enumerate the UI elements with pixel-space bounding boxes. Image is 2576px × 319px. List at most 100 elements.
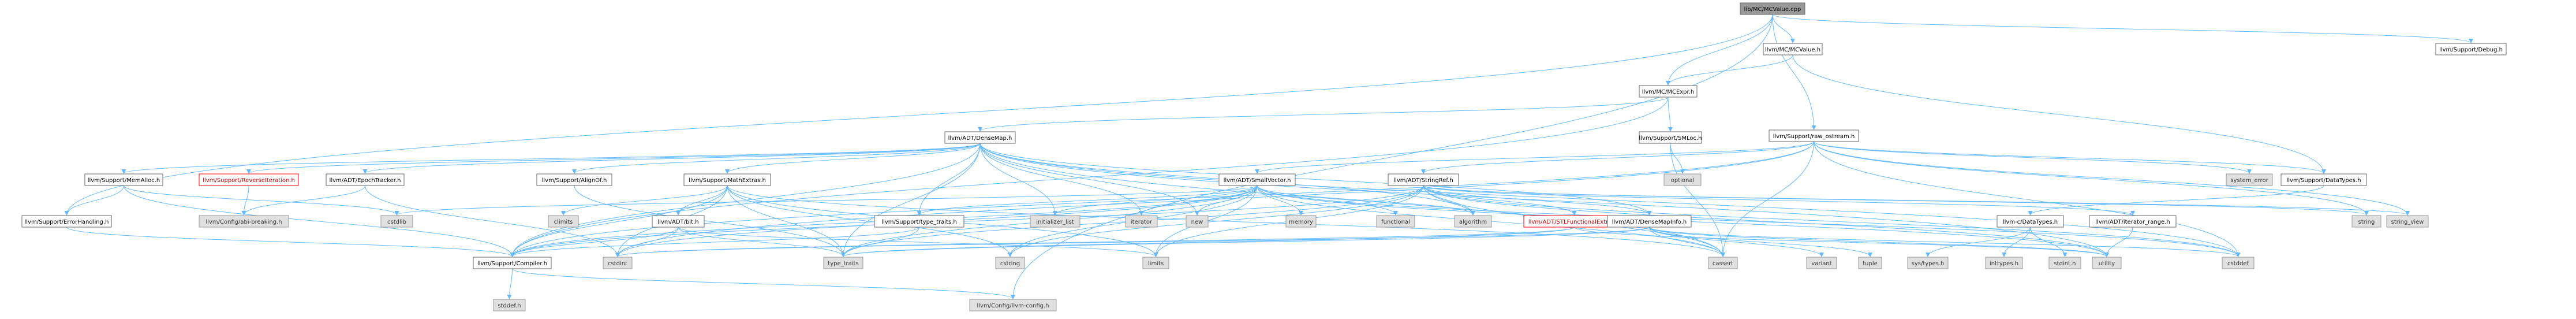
node-box xyxy=(473,257,552,269)
edge-errorhandling-to-compiler xyxy=(66,227,515,257)
node-debug[interactable]: llvm/Support/Debug.h xyxy=(2435,43,2507,55)
node-box xyxy=(1806,257,1837,269)
node-box xyxy=(1376,215,1415,228)
node-mcvalue[interactable]: llvm/MC/MCValue.h xyxy=(1763,43,1823,55)
node-label: llvm/ADT/EpochTracker.h xyxy=(330,177,401,184)
node-functional: functional xyxy=(1376,215,1415,228)
node-epochtracker[interactable]: llvm/ADT/EpochTracker.h xyxy=(326,173,405,186)
edge-densemap-to-typetraits2 xyxy=(917,143,981,216)
node-label: stdint.h xyxy=(2054,261,2076,267)
node-errorhandling[interactable]: llvm/Support/ErrorHandling.h xyxy=(21,215,112,228)
node-box xyxy=(2386,215,2429,228)
node-memalloc[interactable]: llvm/Support/MemAlloc.h xyxy=(84,173,163,186)
edge-compiler-to-llvmconfig xyxy=(512,268,1015,299)
edges-layer xyxy=(64,14,2473,299)
node-inttypes: inttypes.h xyxy=(1985,257,2023,269)
node-systypes: sys/types.h xyxy=(1907,257,1949,269)
node-typetraits2[interactable]: llvm/Support/type_traits.h xyxy=(874,215,964,228)
node-optional: optional xyxy=(1663,173,1702,186)
node-iterrange[interactable]: llvm/ADT/iterator_range.h xyxy=(2089,215,2177,228)
node-label: type_traits xyxy=(828,261,858,267)
edge-root-to-mcvalue xyxy=(1772,14,1795,43)
node-systemerror: system_error xyxy=(2226,173,2273,186)
node-new: new xyxy=(1186,215,1209,228)
node-label: inttypes.h xyxy=(1990,261,2018,267)
node-label: cassert xyxy=(1713,261,1733,267)
node-cstring: cstring xyxy=(995,257,1025,269)
nodes-layer: lib/MC/MCValue.cpp llvm/MC/MCValue.h llvm/… xyxy=(21,2,2507,311)
node-label: initializer_list xyxy=(1036,219,1074,225)
edge-stringref-to-cstddef xyxy=(1423,185,2241,257)
node-label: tuple xyxy=(1863,261,1878,267)
edge-adtbit-to-compiler xyxy=(510,227,679,257)
edge-rawostream-to-compiler xyxy=(510,141,1814,257)
edge-rawostream-to-cstddef xyxy=(1814,141,2241,257)
node-cdatatypes[interactable]: llvm-c/DataTypes.h xyxy=(1997,215,2064,228)
edge-densemapinfo-to-cassert xyxy=(1649,227,1725,257)
node-densemap[interactable]: llvm/ADT/DenseMap.h xyxy=(944,131,1016,144)
edge-stringref-to-iterrange xyxy=(1423,185,2135,216)
edge-densemap-to-cassert xyxy=(979,143,1725,257)
edge-typetraits2-to-compiler xyxy=(510,227,919,257)
node-box xyxy=(683,173,771,186)
edge-mathextras-to-adtbit xyxy=(676,185,728,216)
node-box xyxy=(2226,173,2273,186)
node-densemapinfo[interactable]: llvm/ADT/DenseMapInfo.h xyxy=(1607,215,1692,228)
node-box xyxy=(2089,215,2177,228)
node-label: algorithm xyxy=(1459,219,1487,225)
node-stddefh: stddef.h xyxy=(493,299,526,311)
node-box xyxy=(1769,129,1859,142)
node-label: llvm/ADT/bit.h xyxy=(657,219,698,225)
node-label: llvm/ADT/iterator_range.h xyxy=(2095,219,2170,225)
node-rawostream[interactable]: llvm/Support/raw_ostream.h xyxy=(1769,129,1859,142)
node-label: optional xyxy=(1671,177,1695,184)
node-stringview: string_view xyxy=(2386,215,2429,228)
edge-adtbit-to-typetraits xyxy=(678,227,846,257)
edge-cdatatypes-to-stdinth xyxy=(2030,227,2067,257)
node-reverseiter[interactable]: llvm/Support/ReverseIteration.h xyxy=(199,173,299,186)
node-smloc[interactable]: llvm/Support/SMLoc.h xyxy=(1639,131,1702,144)
node-box xyxy=(823,257,863,269)
edge-stringref-to-stringview xyxy=(1423,185,2410,216)
node-box xyxy=(969,299,1057,311)
node-compiler[interactable]: llvm/Support/Compiler.h xyxy=(473,257,552,269)
edge-densemap-to-densemapinfo xyxy=(979,143,1652,216)
node-box xyxy=(1639,131,1702,144)
node-root[interactable]: lib/MC/MCValue.cpp xyxy=(1740,2,1805,15)
edge-mathextras-to-compiler xyxy=(510,185,728,257)
edge-smloc-to-optional xyxy=(1670,143,1685,174)
node-alignof[interactable]: llvm/Support/AlignOf.h xyxy=(536,173,612,186)
node-mathextras[interactable]: llvm/Support/MathExtras.h xyxy=(683,173,771,186)
node-box xyxy=(1907,257,1949,269)
edge-cdatatypes-to-systypes xyxy=(1926,227,2031,257)
node-label: llvm/MC/MCExpr.h xyxy=(1642,89,1694,95)
node-label: llvm/ADT/STLFunctionalExtras.h xyxy=(1528,219,1620,225)
node-box xyxy=(1186,215,1209,228)
node-stringref[interactable]: llvm/ADT/StringRef.h xyxy=(1388,173,1459,186)
node-variant: variant xyxy=(1806,257,1837,269)
node-stlfunctional[interactable]: llvm/ADT/STLFunctionalExtras.h xyxy=(1523,215,1625,228)
edge-mathextras-to-cassert xyxy=(727,185,1725,257)
node-datatypes[interactable]: llvm/Support/DataTypes.h xyxy=(2280,173,2367,186)
node-box xyxy=(1740,2,1805,15)
node-mcexpr[interactable]: llvm/MC/MCExpr.h xyxy=(1639,85,1698,98)
node-climits: climits xyxy=(548,215,579,228)
node-label: llvm/ADT/SmallVector.h xyxy=(1224,177,1291,184)
node-label: functional xyxy=(1381,219,1410,225)
node-adtbit[interactable]: llvm/ADT/bit.h xyxy=(652,215,705,228)
node-label: stddef.h xyxy=(498,303,521,309)
edge-densemap-to-reverseiter xyxy=(246,143,981,174)
node-label: climits xyxy=(554,219,573,225)
node-stdinth: stdint.h xyxy=(2048,257,2081,269)
node-label: memory xyxy=(1289,219,1313,225)
node-box xyxy=(1639,85,1698,98)
node-box xyxy=(84,173,163,186)
edge-root-to-llvmconfig xyxy=(1011,14,1773,299)
node-smallvector[interactable]: llvm/ADT/SmallVector.h xyxy=(1218,173,1296,186)
edge-stringref-to-stlfunctional xyxy=(1423,185,1577,216)
node-label: llvm/Config/abi-breaking.h xyxy=(205,219,282,225)
node-label: system_error xyxy=(2230,177,2268,184)
edge-densemapinfo-to-cstdint xyxy=(615,227,1650,257)
edge-mcvalue-to-mcexpr xyxy=(1666,54,1793,86)
edge-rawostream-to-datatypes xyxy=(1814,141,2326,174)
